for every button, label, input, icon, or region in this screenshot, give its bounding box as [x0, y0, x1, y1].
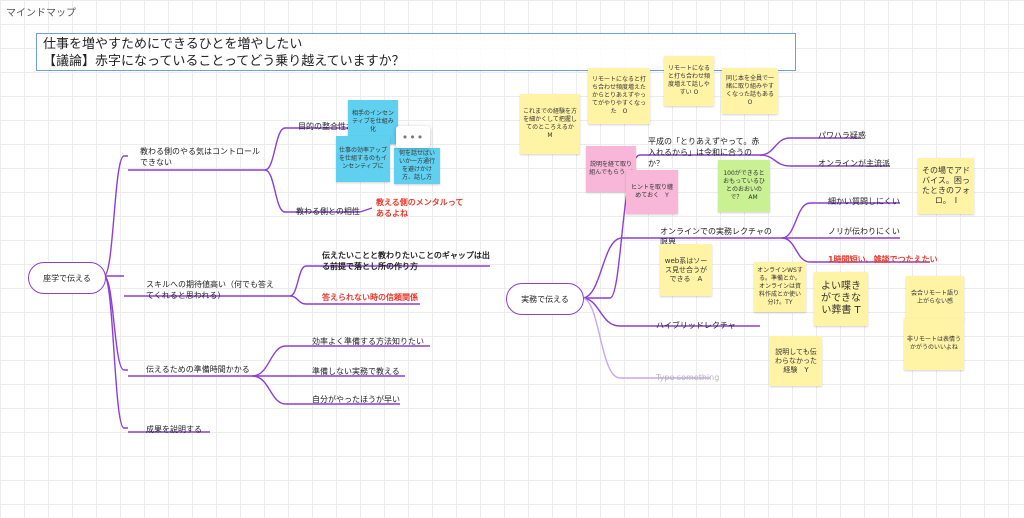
sticky-yellow-online-ws[interactable]: オンラインWSする。準備とか。オンラインは資料作成とか使い分け。TY [754, 262, 806, 312]
frame-label[interactable]: マインドマップ [6, 8, 76, 19]
sticky-green-100[interactable]: 100ができるとおもっているひとのおおいので？ AM [718, 160, 770, 212]
sticky-blue-talk[interactable]: 何を話せばいいか一方通行を避けかけ方、話し方 [394, 148, 440, 184]
node-hard-detail-question[interactable]: 細かい質問しにくい [828, 197, 900, 206]
node-compatibility[interactable]: 教わる側との相性 [296, 207, 360, 216]
node-no-prep[interactable]: 準備しない実務で教える [312, 367, 400, 376]
node-result[interactable]: 成果を説明する [146, 425, 202, 434]
topic-title-line-2: 【議論】赤字になっていることってどう乗り越えていますか？ [43, 54, 405, 69]
sticky-yellow-websource[interactable]: web系はソース見せ合うができる A [660, 244, 712, 296]
node-1h-short[interactable]: 1時間短い、雑談でつたえたい [828, 255, 938, 264]
node-trust[interactable]: 答えられない時の信頼関係 [322, 293, 418, 302]
mindmap-root-classroom[interactable]: 座学で伝える [28, 262, 106, 294]
node-hard-vibe[interactable]: ノリが伝わりにくい [828, 227, 900, 236]
sticky-yellow-experience[interactable]: これまでの経験を方を細かくして把握してのところえるか M [520, 94, 580, 154]
node-gap[interactable]: 伝えたいことと教わりたいことのギャップは出る前提で落とし所の作り方 [322, 251, 490, 271]
node-purpose[interactable]: 目的の整合性が取れな [298, 122, 378, 131]
node-heisei[interactable]: 平成の「とりあえずやって。赤入れるから」は令和に合うのか？ [648, 137, 760, 168]
node-hybrid[interactable]: ハイブリッドレクチャ [656, 321, 736, 330]
sticky-yellow-not-conveyed[interactable]: 説明しても伝わらなかった経験 Y [770, 336, 822, 386]
sticky-blue-efficiency[interactable]: 仕事の効率アップを仕組するのもインセンティブに [336, 136, 390, 182]
sticky-yellow-same-book[interactable]: 同じ本を全員で一緒に取り組みやすくなった話もあるO [722, 68, 778, 114]
sticky-yellow-non-remote[interactable]: 非リモートは表情うかがうのいいよね [904, 318, 964, 370]
node-type-something[interactable]: Type something [656, 373, 720, 382]
node-online-lecture-limit[interactable]: オンラインでの実務レクチャの限界 [660, 227, 772, 247]
sticky-yellow-remote-meeting[interactable]: 会合リモート語り上がらない感 [906, 276, 964, 320]
sticky-yellow-advice[interactable]: その場でアドバイス。困ったときのフォロ。 I [918, 158, 974, 214]
node-online-mainstream[interactable]: オンラインが主流派 [818, 159, 890, 168]
node-teacher-mental[interactable]: 教える側のメンタルってあるよね [376, 198, 464, 218]
node-skill-expectation[interactable]: スキルへの期待値高い（何でも答えてくれると思われる） [146, 280, 274, 300]
sticky-pink-hints[interactable]: ヒントを取り纏めておく Y [626, 170, 678, 214]
node-prep-time[interactable]: 伝えるための準備時間かかる [146, 365, 250, 374]
node-power-harassment[interactable]: パワハラ疑惑 [818, 131, 866, 140]
mindmap-root-practical[interactable]: 実務で伝える [506, 283, 584, 315]
more-horizontal-icon[interactable]: ••• [396, 126, 430, 148]
node-self-faster[interactable]: 自分がやったほうが早い [312, 395, 400, 404]
sticky-yellow-good-talk[interactable]: よい喋きができない葬書 T [814, 272, 868, 326]
node-efficient-prep[interactable]: 効率よく準備する方法知りたい [312, 337, 424, 346]
sticky-yellow-remote-meetings[interactable]: リモートになると打ち合わせ頻度増えたからとりあえずやってがやりやすくなった O [588, 68, 650, 124]
topic-title-line-1: 仕事を増やすためにできるひとを増やしたい [43, 37, 303, 52]
sticky-yellow-remote-talk[interactable]: リモートになると打ち合わせ頻度増えて話しやすい O [664, 56, 714, 106]
node-motivation[interactable]: 教わる側のやる気はコントロールできない [140, 147, 260, 167]
